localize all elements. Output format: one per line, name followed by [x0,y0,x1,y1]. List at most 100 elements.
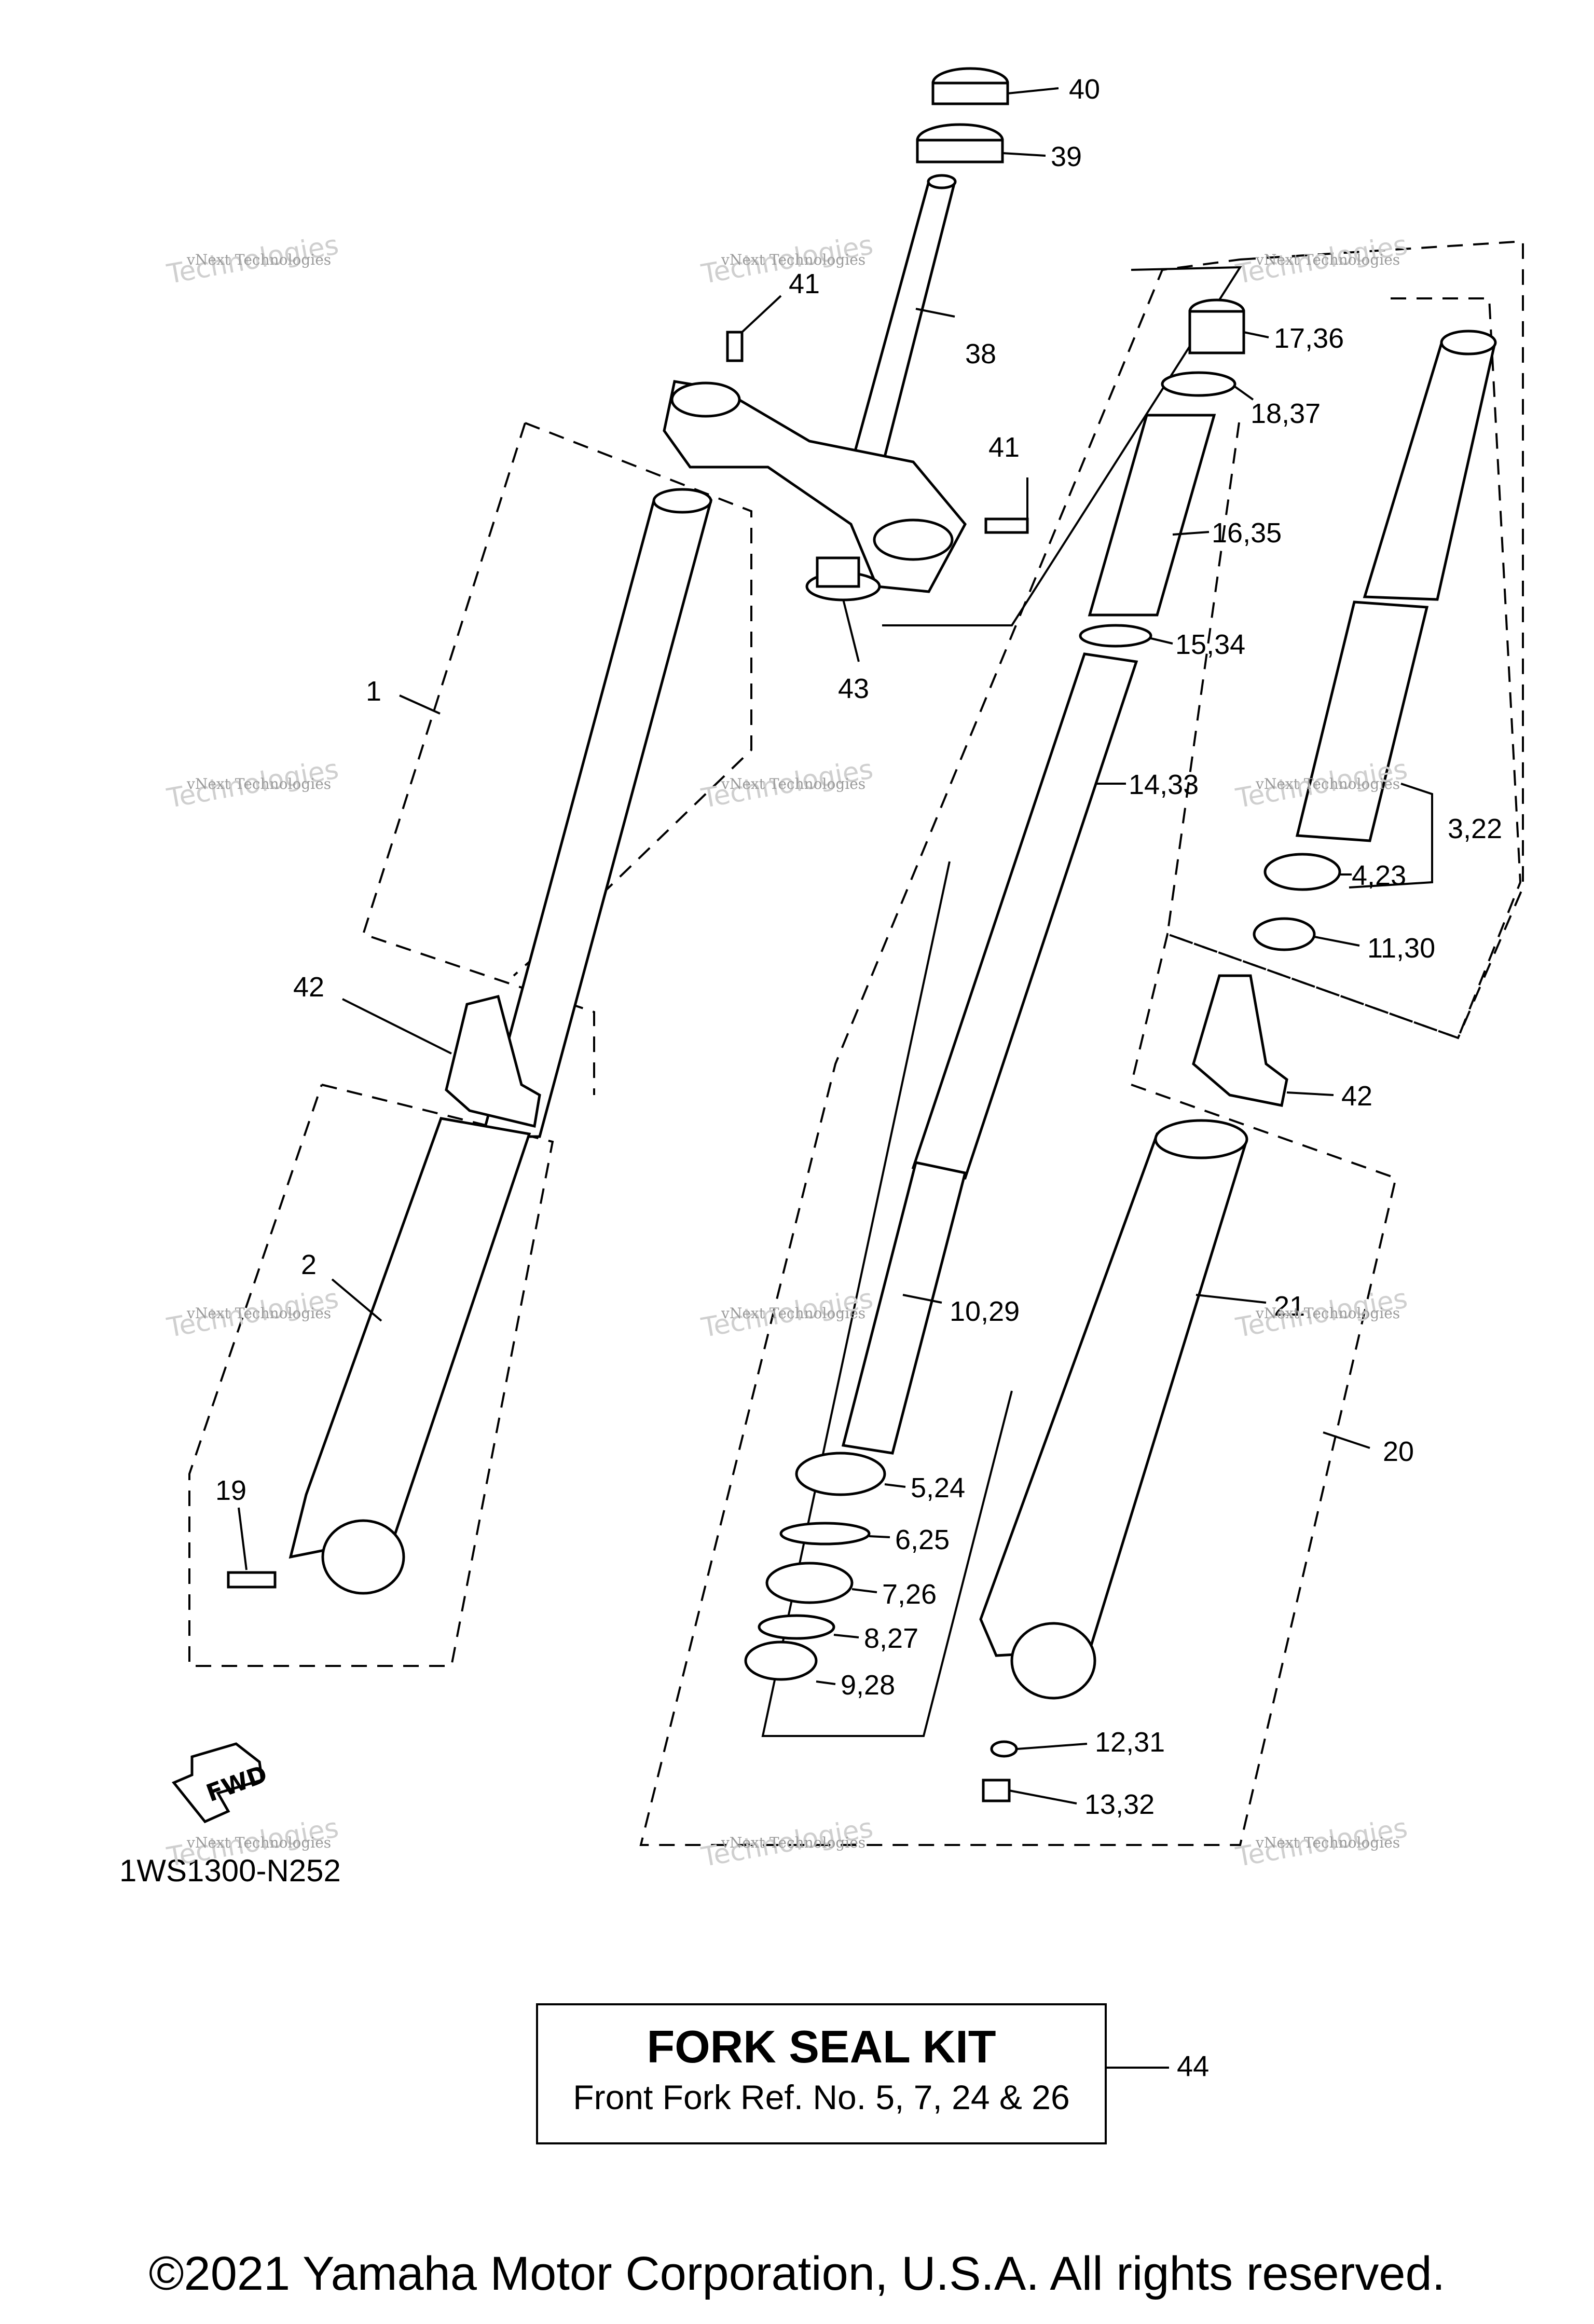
leader-6-25 [869,1535,890,1538]
damper-10-29-part [841,1161,967,1455]
leader-38 [915,308,955,318]
callout-43: 43 [838,673,869,704]
leader-42a [342,998,452,1055]
callout-42a: 42 [293,972,324,1003]
callout-38: 38 [965,338,996,370]
svg-text:vNext Technologies: vNext Technologies [721,775,865,792]
leader-40 [1007,87,1059,94]
callout-17-36: 17,36 [1274,323,1344,354]
callout-6-25: 6,25 [895,1524,950,1555]
leader-5-24 [884,1483,906,1488]
callout-40: 40 [1069,74,1100,105]
svg-text:vNext Technologies: vNext Technologies [186,251,331,268]
leader-16-35 [1172,531,1210,536]
seal-5-24-part [795,1452,886,1496]
leader-17-36 [1243,331,1269,338]
watermark-11: Technologies vNext Technologies [699,1812,875,1873]
inner-tube-3-22-top [1440,330,1497,356]
bracket-damper [882,266,1242,626]
kit-title: FORK SEAL KIT [647,2021,996,2072]
diagram-code: 1WS1300-N252 [119,1853,341,1888]
outer-tube-2-part [288,1117,531,1559]
leader-2 [331,1278,382,1322]
inner-tube-3-22-upper [1363,338,1496,601]
clip-6-25-part [779,1522,871,1546]
svg-text:vNext Technologies: vNext Technologies [1255,775,1400,792]
leader-42b [1286,1091,1334,1096]
callout-16-35: 16,35 [1212,517,1282,549]
inner-tube-3-22-lower [1295,600,1429,842]
leader-7-26 [851,1588,877,1593]
watermark-4: Technologies vNext Technologies [164,754,341,814]
leader-41a [741,295,782,333]
svg-text:vNext Technologies: vNext Technologies [721,251,865,268]
outer-tube-21-part [979,1132,1247,1657]
callout-5-24: 5,24 [911,1472,965,1503]
leader-13-32 [1009,1789,1077,1804]
svg-text:vNext Technologies: vNext Technologies [721,1305,865,1322]
svg-text:vNext Technologies: vNext Technologies [186,1305,331,1322]
watermark-1: Technologies vNext Technologies [164,229,341,290]
fork-seal-kit-box: FORK SEAL KIT Front Fork Ref. No. 5, 7, … [536,2003,1107,2144]
callout-41b: 41 [988,432,1020,463]
svg-text:vNext Technologies: vNext Technologies [1255,1305,1400,1322]
leader-8-27 [833,1634,859,1638]
callout-18-37: 18,37 [1251,398,1321,429]
kit-subtitle: Front Fork Ref. No. 5, 7, 24 & 26 [573,2078,1070,2116]
watermark-12: Technologies vNext Technologies [1233,1812,1410,1873]
watermark-7: Technologies vNext Technologies [164,1283,341,1344]
callout-20: 20 [1383,1436,1414,1467]
bracket-seal-kit [761,861,1013,1737]
inner-tube-1-cap [652,488,712,514]
inner-tube-1-part [480,499,713,1138]
callout-21: 21 [1274,1291,1305,1322]
leader-19 [238,1507,248,1570]
kit-leader-line [1107,2067,1169,2069]
callout-19: 19 [215,1475,246,1506]
bracket-clamp-left [670,381,741,418]
leader-11-30 [1314,936,1360,947]
leader-15-34 [1150,637,1173,645]
callout-11-30: 11,30 [1367,933,1435,964]
cap-17-36-body [1188,310,1245,354]
copyright-notice: ©2021 Yamaha Motor Corporation, U.S.A. A… [148,2247,1446,2300]
callout-12-31: 12,31 [1095,1727,1165,1758]
washer-15-34-part [1079,624,1152,648]
leader-43 [842,599,860,662]
svg-text:vNext Technologies: vNext Technologies [1255,251,1400,268]
callout-3-22: 3,22 [1448,813,1502,844]
leader-1 [399,694,441,715]
callout-2: 2 [301,1249,317,1280]
callout-41a: 41 [789,268,820,299]
leader-10-29 [902,1294,942,1304]
bushing-11-30-part [1253,917,1316,951]
svg-text:vNext Technologies: vNext Technologies [721,1834,865,1851]
outer-tube-21-top [1154,1119,1248,1159]
callout-15-34: 15,34 [1175,629,1245,660]
leader-9-28 [816,1680,836,1685]
callout-13-32: 13,32 [1084,1789,1155,1820]
watermark-2: Technologies vNext Technologies [699,229,875,290]
axle-boss-21-part [1010,1622,1096,1700]
bushing-4-23-part [1263,853,1341,891]
watermark-3: Technologies vNext Technologies [1233,229,1410,290]
callout-7-26: 7,26 [882,1579,937,1610]
group-inner-outline [1166,297,1522,1040]
guard-42b-part [1192,974,1288,1107]
watermark-9: Technologies vNext Technologies [1233,1283,1410,1344]
leader-21 [1196,1294,1267,1304]
callout-14-33: 14,33 [1129,769,1199,800]
stem-38-part [851,180,957,458]
leader-20 [1323,1431,1370,1449]
leader-18-37 [1234,386,1254,401]
axle-boss-2-part [321,1519,405,1595]
bracket-3-22 [1349,783,1433,888]
bolt-41a-part [726,331,744,362]
washer-8-27-part [758,1614,835,1640]
callout-39: 39 [1051,141,1082,172]
callout-4-23: 4,23 [1352,860,1406,891]
washer-12-31-part [990,1740,1018,1758]
guard-42a-part [445,994,541,1128]
seal-7-26-part [765,1562,854,1604]
